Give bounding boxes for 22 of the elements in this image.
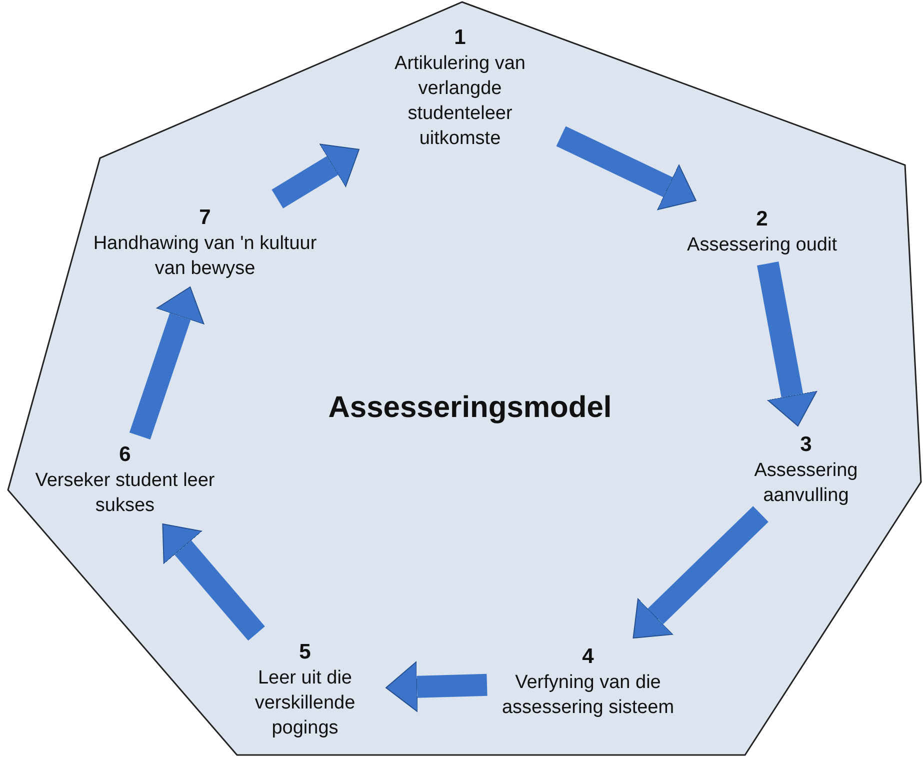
block-arrow xyxy=(162,524,265,641)
block-arrow xyxy=(632,506,768,638)
step-number: 3 xyxy=(799,432,813,458)
step-number: 7 xyxy=(198,205,212,231)
block-arrow xyxy=(272,144,360,208)
step-label: Leer uit die verskillende pogings xyxy=(254,666,356,740)
step-number: 2 xyxy=(755,206,769,232)
step-number: 5 xyxy=(298,640,312,666)
step-label: Verseker student leer sukses xyxy=(34,469,216,518)
model-title: Assesseringsmodel xyxy=(328,391,612,425)
step-label: Assessering oudit xyxy=(687,234,837,258)
block-arrow xyxy=(386,661,488,712)
step-label: Assessering aanvulling xyxy=(753,459,859,508)
step-label: Handhawing van 'n kultuur van bewyse xyxy=(92,232,318,281)
block-arrow xyxy=(129,286,204,440)
step-number: 6 xyxy=(118,442,132,468)
block-arrow xyxy=(556,126,696,210)
block-arrow xyxy=(757,262,818,426)
step-label: Verfyning van die assessering sisteem xyxy=(500,671,676,720)
step-number: 4 xyxy=(581,644,595,670)
step-number: 1 xyxy=(453,25,467,51)
step-label: Artikulering van verlangde studenteleer uitkomste xyxy=(394,52,526,151)
